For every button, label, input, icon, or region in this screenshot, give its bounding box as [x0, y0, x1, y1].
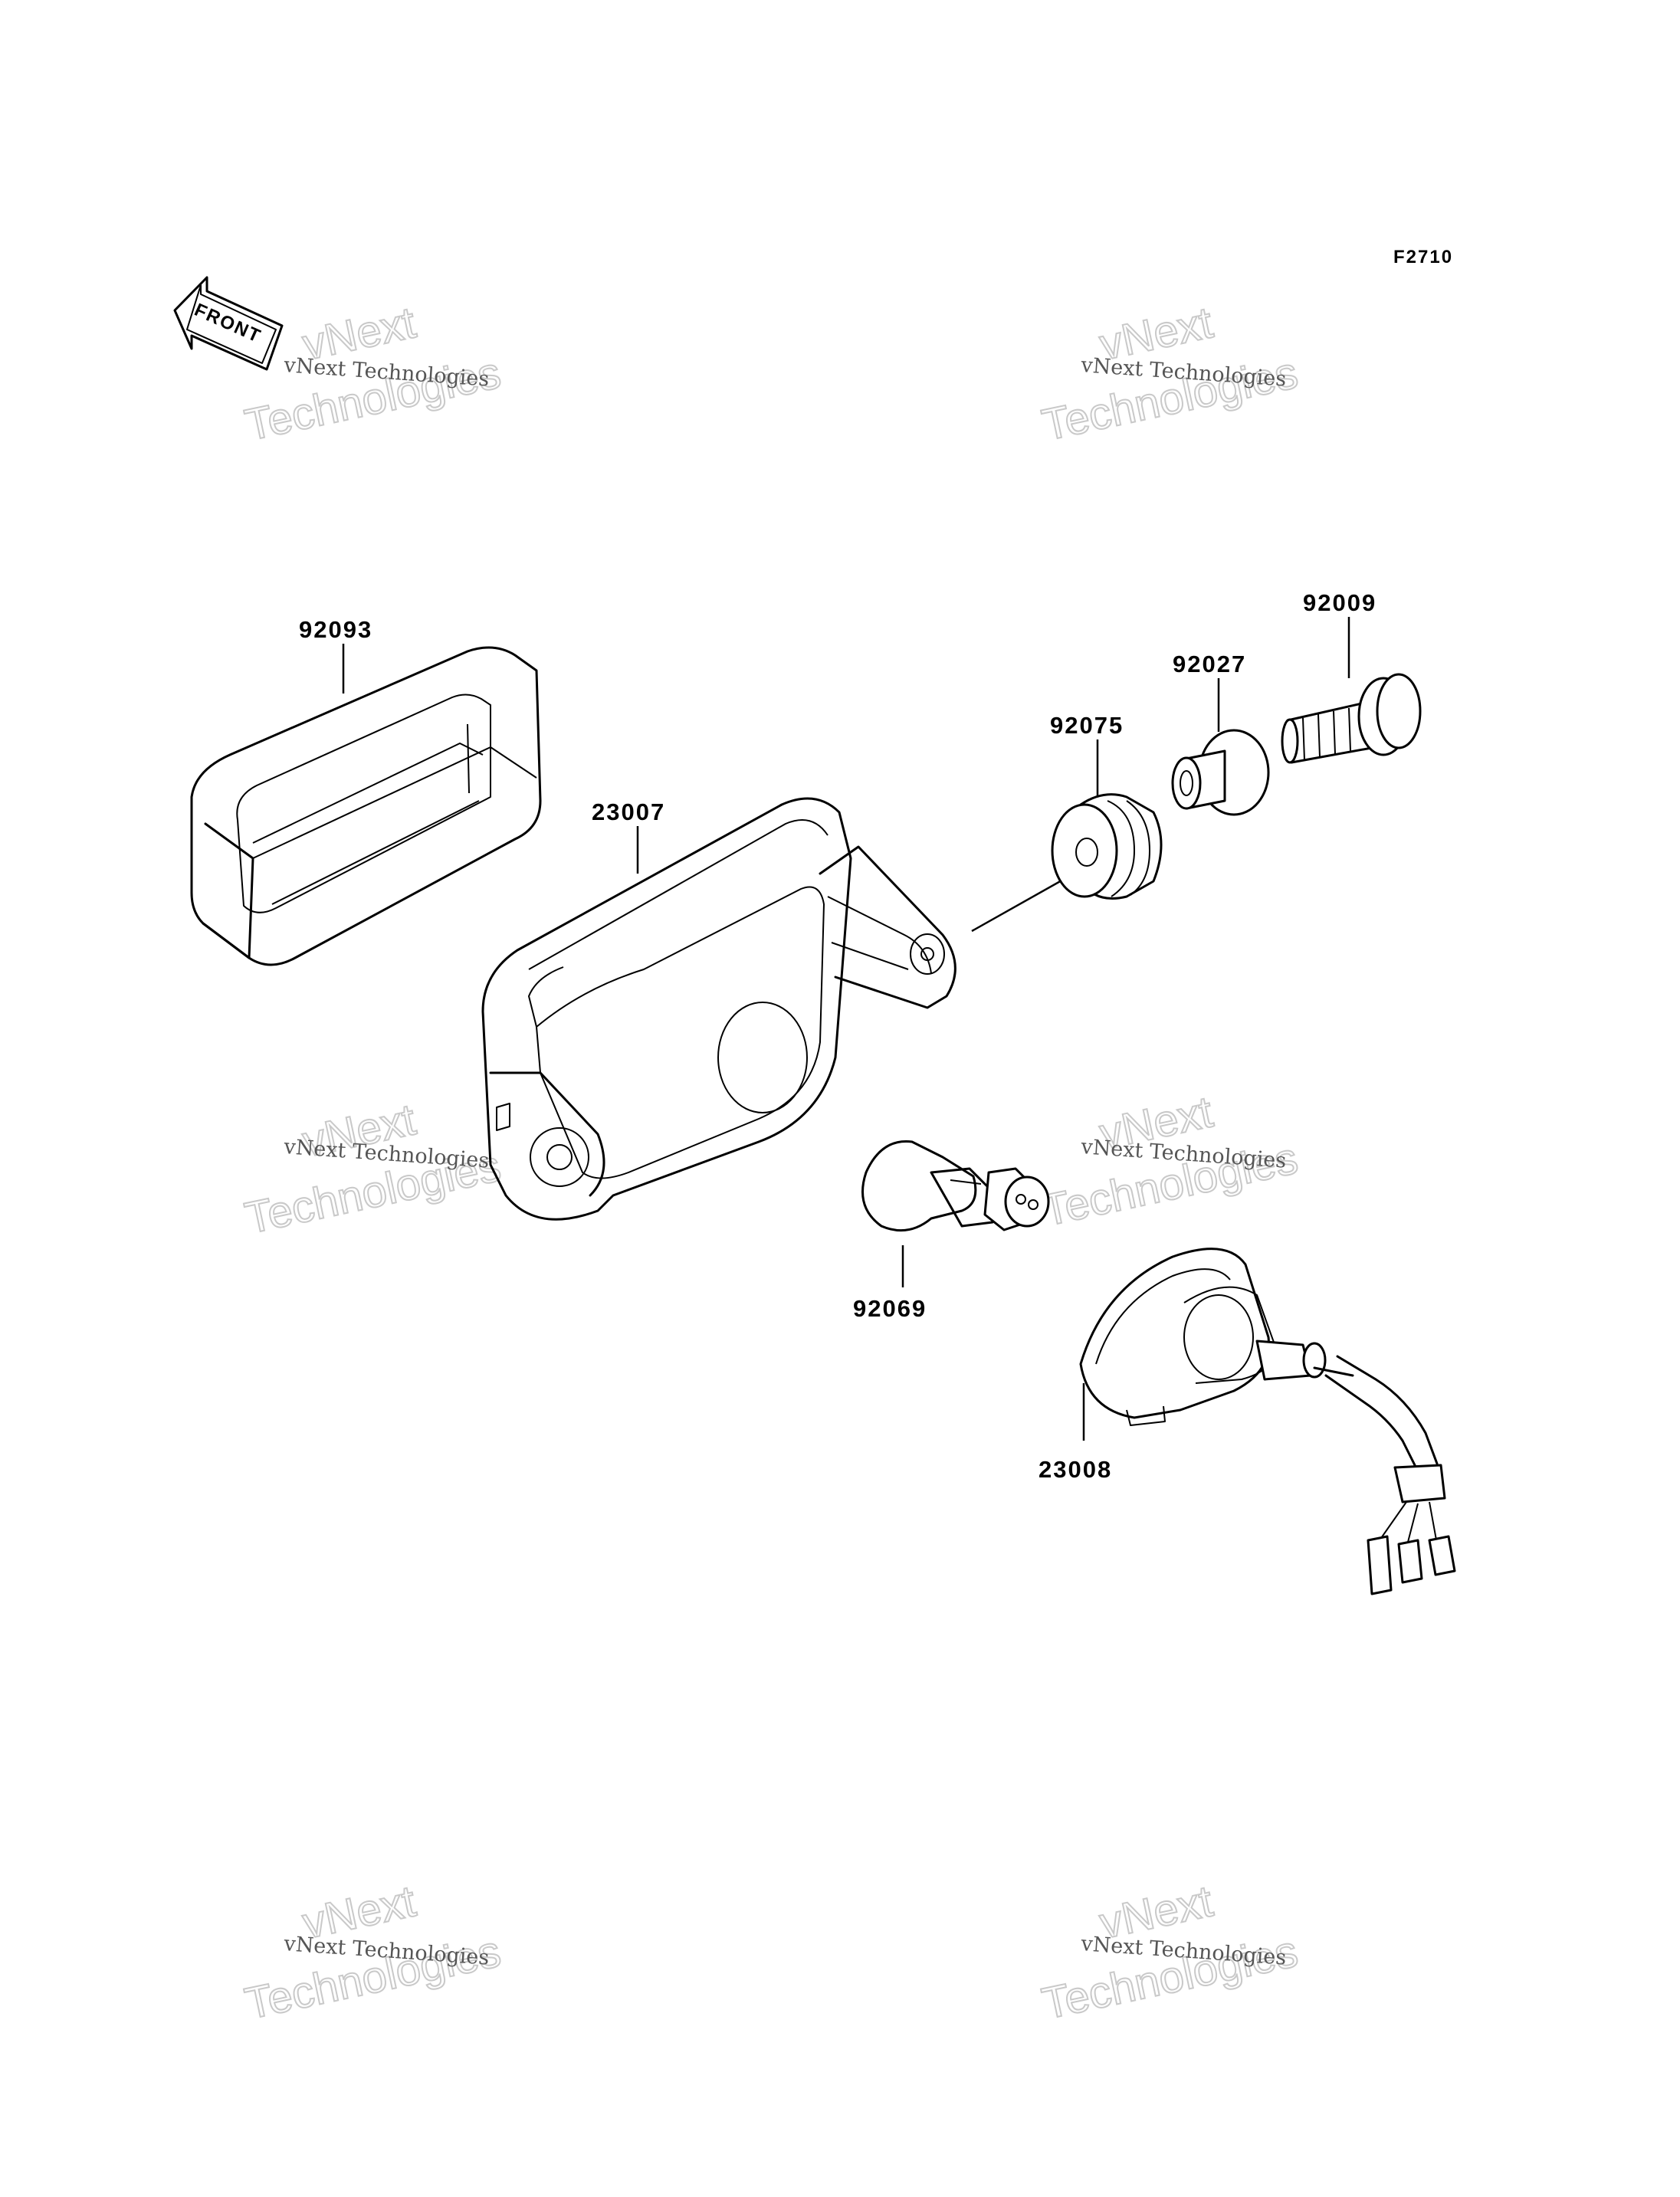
- front-arrow-icon: FRONT: [173, 276, 284, 371]
- watermark-mid-left: vNext Technologies vNext Technologies: [240, 1094, 506, 1244]
- watermark-top-right: vNext Technologies vNext Technologies: [1037, 297, 1303, 451]
- part-number-92009: 92009: [1303, 589, 1376, 616]
- part-number-92093: 92093: [299, 616, 372, 643]
- part-23008-socket: 23008: [1039, 1248, 1456, 1595]
- part-92009-screw: 92009: [1281, 589, 1422, 764]
- watermark-bottom-left: vNext Technologies vNext Technologies: [240, 1875, 506, 2029]
- part-92093-gasket: 92093: [190, 616, 542, 966]
- part-number-92075: 92075: [1050, 712, 1124, 739]
- watermark-mid-right: vNext Technologies vNext Technologies: [1037, 1086, 1303, 1236]
- part-number-23007: 23007: [592, 798, 665, 825]
- part-92069-bulb: 92069: [853, 1140, 1050, 1322]
- part-92027-collar: 92027: [1171, 651, 1270, 816]
- part-number-92069: 92069: [853, 1295, 927, 1322]
- watermark-top-left: vNext Technologies vNext Technologies: [240, 297, 506, 451]
- part-23007-lamp-housing: 23007: [481, 797, 956, 1221]
- part-number-92027: 92027: [1173, 651, 1246, 677]
- part-92075-grommet: 92075: [1050, 712, 1163, 900]
- part-number-23008: 23008: [1039, 1456, 1112, 1483]
- watermark-bottom-right: vNext Technologies vNext Technologies: [1037, 1875, 1303, 2029]
- figure-id: F2710: [1393, 247, 1453, 267]
